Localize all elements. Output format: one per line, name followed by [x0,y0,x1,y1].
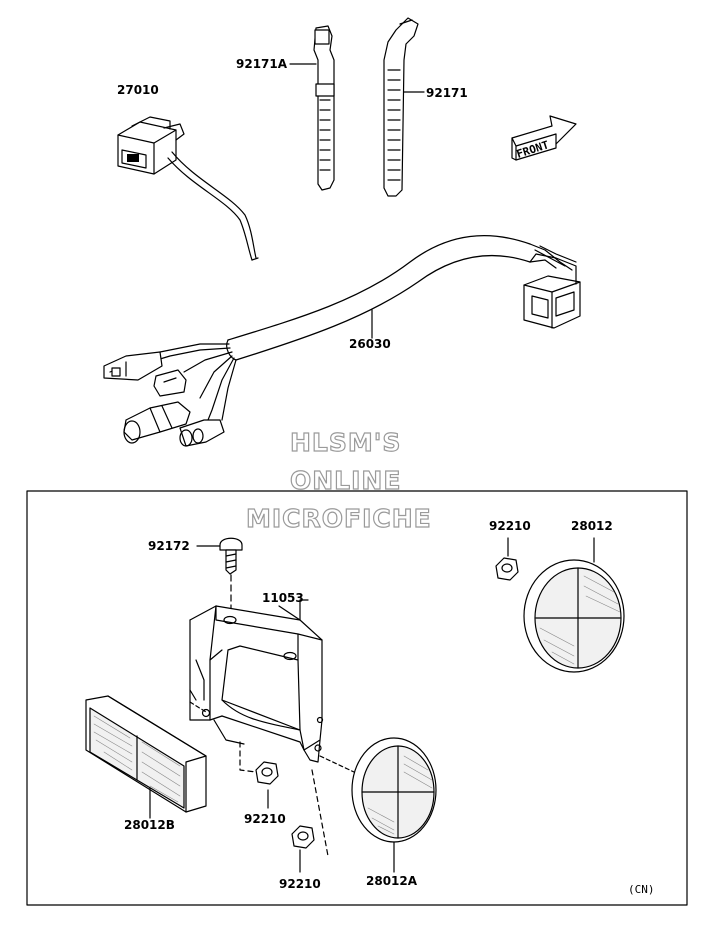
band-tie-92171A [289,25,335,191]
part-label-28012A: 28012A [366,874,418,888]
region-code: (CN) [628,883,655,896]
front-arrow [511,115,577,161]
part-label-92210-middle: 92210 [244,812,286,826]
part-label-28012: 28012 [571,519,613,533]
part-label-92210-bottom: 92210 [279,877,321,891]
switch-27010 [117,116,259,261]
part-label-92172: 92172 [148,539,190,553]
nut-92210-middle [239,741,279,809]
part-label-28012B: 28012B [124,818,175,832]
watermark-line-2: ONLINE [289,465,402,495]
bracket-11053 [189,599,324,763]
part-label-92171: 92171 [426,86,468,100]
reflector-28012 [523,537,625,673]
watermark-line-1: HLSM'S [289,427,402,457]
watermark-line-3: MICROFICHE [245,503,432,533]
part-label-92171A: 92171A [236,57,288,71]
screw-92172 [196,537,243,611]
nut-92210-top [495,537,519,581]
nut-92210-bottom [291,769,329,873]
part-label-26030: 26030 [349,337,391,351]
part-label-11053: 11053 [262,591,304,605]
cable-tie-92171 [383,17,425,197]
part-label-27010: 27010 [117,83,159,97]
wire-harness-26030 [103,235,581,447]
assembly-frame [26,490,688,906]
part-label-92210-top: 92210 [489,519,531,533]
reflector-28012B [85,695,207,819]
reflector-28012A [319,737,437,873]
